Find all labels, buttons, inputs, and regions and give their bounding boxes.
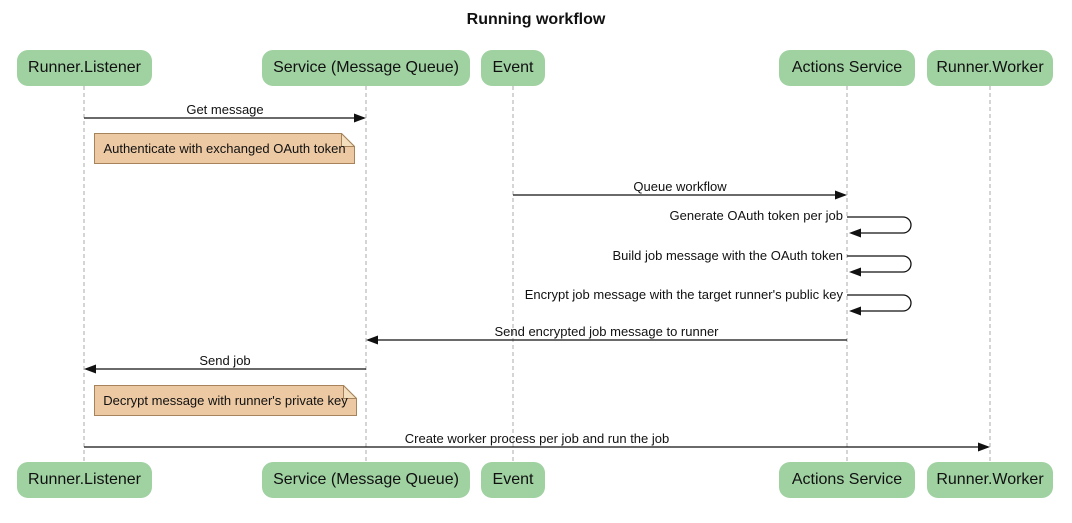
participant-top-runner-worker: Runner.Worker bbox=[927, 50, 1053, 86]
note-text: Decrypt message with runner's private ke… bbox=[103, 393, 348, 408]
participant-label: Service (Message Queue) bbox=[273, 59, 459, 76]
diagram-title: Running workflow bbox=[466, 11, 606, 28]
message-label-generate-oauth-token: Generate OAuth token per job bbox=[669, 208, 843, 223]
note-fold-icon bbox=[343, 385, 357, 399]
participant-label: Runner.Worker bbox=[936, 59, 1044, 76]
participant-bottom-runner-worker: Runner.Worker bbox=[927, 462, 1053, 498]
message-label-get-message: Get message bbox=[186, 102, 264, 117]
participant-bottom-event: Event bbox=[481, 462, 545, 498]
participant-label: Event bbox=[492, 471, 534, 488]
participant-label: Actions Service bbox=[791, 59, 903, 76]
participant-label: Actions Service bbox=[791, 471, 903, 488]
message-label-send-encrypted-job-message: Send encrypted job message to runner bbox=[494, 324, 719, 339]
arrow-send-encrypted-job-message bbox=[366, 335, 847, 345]
participant-top-runner-listener: Runner.Listener bbox=[17, 50, 152, 86]
message-label-queue-workflow: Queue workflow bbox=[633, 179, 727, 194]
participant-label: Runner.Listener bbox=[28, 471, 141, 488]
note-fold-icon bbox=[341, 133, 355, 147]
participant-bottom-actions-service: Actions Service bbox=[779, 462, 915, 498]
note-authenticate-oauth: Authenticate with exchanged OAuth token bbox=[94, 133, 355, 164]
message-label-send-job: Send job bbox=[199, 353, 251, 368]
self-arrow-encrypt-job-message bbox=[847, 294, 912, 316]
self-arrow-build-job-message bbox=[847, 255, 912, 277]
participant-label: Runner.Worker bbox=[936, 471, 1044, 488]
note-shape bbox=[94, 385, 357, 416]
participant-label: Service (Message Queue) bbox=[273, 471, 459, 488]
arrow-create-worker-process bbox=[84, 442, 990, 452]
note-text: Authenticate with exchanged OAuth token bbox=[103, 141, 346, 156]
participant-label: Event bbox=[492, 59, 534, 76]
participant-bottom-service-message-queue: Service (Message Queue) bbox=[262, 462, 470, 498]
message-label-build-job-message: Build job message with the OAuth token bbox=[612, 248, 843, 263]
participant-top-actions-service: Actions Service bbox=[779, 50, 915, 86]
self-arrow-generate-oauth-token bbox=[847, 216, 912, 238]
arrow-get-message bbox=[84, 113, 366, 123]
note-shape bbox=[94, 133, 355, 164]
participant-bottom-runner-listener: Runner.Listener bbox=[17, 462, 152, 498]
message-label-encrypt-job-message: Encrypt job message with the target runn… bbox=[524, 287, 843, 302]
message-label-create-worker-process: Create worker process per job and run th… bbox=[404, 431, 670, 446]
participant-top-service-message-queue: Service (Message Queue) bbox=[262, 50, 470, 86]
participant-label: Runner.Listener bbox=[28, 59, 141, 76]
arrow-send-job bbox=[84, 364, 366, 374]
arrow-queue-workflow bbox=[513, 190, 847, 200]
participant-top-event: Event bbox=[481, 50, 545, 86]
note-decrypt-private-key: Decrypt message with runner's private ke… bbox=[94, 385, 357, 416]
